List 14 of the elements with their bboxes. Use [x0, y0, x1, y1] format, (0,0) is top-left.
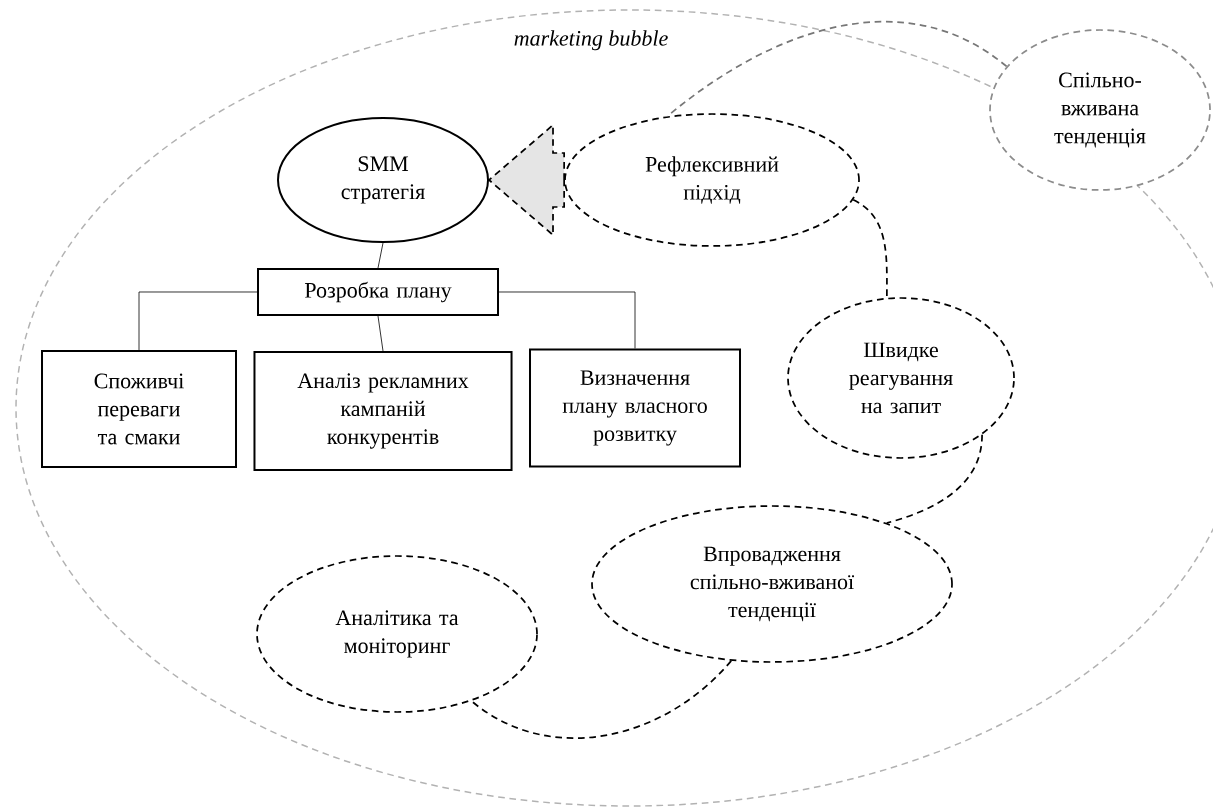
connector-line — [852, 198, 888, 299]
connector-line — [470, 659, 733, 739]
connector-line — [498, 291, 636, 349]
process-box: Споживчі переваги та смаки — [41, 350, 237, 468]
connector-line — [885, 433, 983, 524]
block-arrow — [487, 123, 565, 237]
process-box: Визначення плану власного розвитку — [529, 348, 741, 468]
process-box: Аналіз рекламних кампаній конкурентів — [253, 351, 513, 471]
connector-line — [377, 242, 384, 269]
process-box: Розробка плану — [257, 268, 499, 316]
connector-line — [377, 315, 384, 352]
node-label: Спільно-вживана тенденція — [1054, 72, 1146, 148]
connector-line — [138, 291, 258, 351]
heading: marketing bubble — [514, 30, 668, 51]
